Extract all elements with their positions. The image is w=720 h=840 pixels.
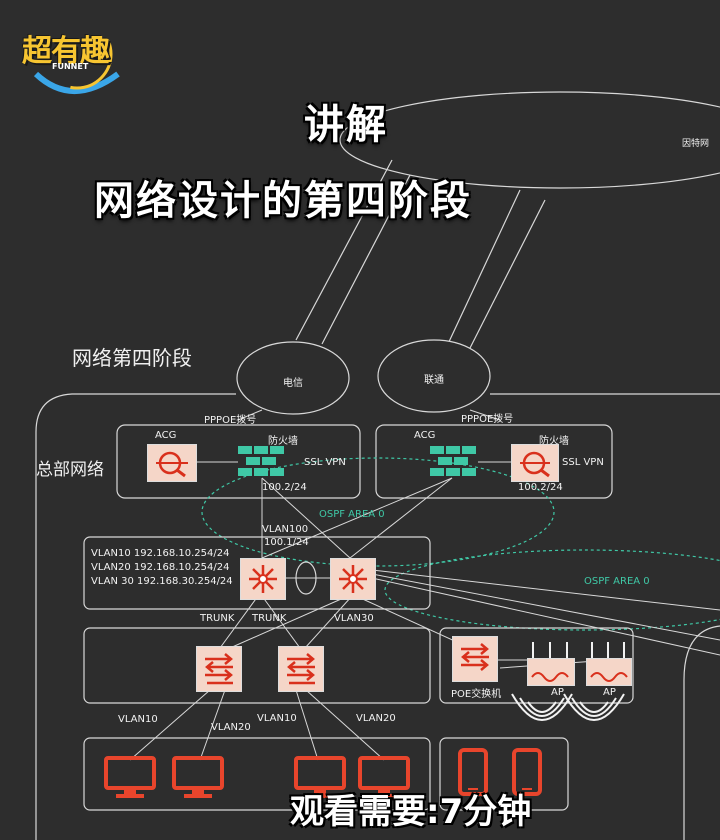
telecom-label: 电信: [283, 378, 303, 389]
branch-border: [683, 625, 720, 840]
core-switch-2-icon: [330, 558, 376, 600]
access-vlan10-b-label: VLAN10: [257, 713, 297, 724]
internet-cloud: [339, 91, 720, 189]
ospf-left-label: OSPF AREA 0: [319, 509, 385, 520]
access-switch-2-icon: [278, 646, 324, 692]
core-switch-1-icon: [240, 558, 286, 600]
ap-1-antenna-icon: [532, 642, 568, 658]
aggregation-box: [83, 627, 431, 704]
vlan30-label: VLAN30: [334, 613, 374, 624]
poe-switch-label: POE交换机: [451, 689, 502, 700]
core-vlan-line-2: VLAN20 192.168.10.254/24: [91, 562, 230, 573]
acg-left-label: ACG: [155, 430, 177, 441]
logo-text: 超有趣: [22, 34, 110, 69]
pc-4-icon: [358, 756, 410, 798]
core-vlan-line-1: VLAN10 192.168.10.254/24: [91, 548, 230, 559]
logo-ring-icon: [33, 18, 120, 94]
ssl-vpn-right-label: SSL VPN: [562, 457, 604, 468]
firewall-right-icon: [430, 446, 478, 482]
firewall-right-label: 防火墙: [539, 436, 569, 447]
logo-subtext: FUNNET: [52, 62, 89, 71]
poe-switch-icon: [452, 636, 498, 682]
pppoe-right-label: PPPOE拨号: [461, 414, 514, 425]
acg-left-icon: [147, 444, 197, 482]
trunk-label-2: TRUNK: [252, 613, 287, 624]
firewall-left-label: 防火墙: [268, 436, 298, 447]
core-uplinks: [196, 409, 512, 559]
access-links: [129, 689, 385, 761]
wifi-waves: [511, 693, 625, 721]
mobile-box: [439, 737, 569, 811]
access-vlan20-b-label: VLAN20: [356, 713, 396, 724]
terminal-box: [83, 737, 431, 811]
core-box: [83, 536, 431, 610]
pc-3-icon: [294, 756, 346, 798]
title-line-1: 讲解: [304, 102, 388, 148]
ospf-area-left: [201, 457, 555, 567]
ospf-right-label: OSPF AREA 0: [584, 576, 650, 587]
core-right-links: [371, 569, 720, 656]
ssl-vpn-left-label: SSL VPN: [304, 457, 346, 468]
acg-right-label: ACG: [414, 430, 436, 441]
ip-left-label: 100.2/24: [262, 482, 307, 493]
ap-1-label: AP: [551, 687, 564, 698]
unicom-label: 联通: [424, 375, 444, 386]
ap-1-icon: [527, 658, 575, 686]
acg-right-icon: [511, 444, 559, 482]
headquarters-label: 总部网络: [36, 460, 104, 480]
edge-box-right: [375, 424, 613, 499]
internet-label: 因特网: [682, 139, 710, 149]
wan-links: [295, 159, 546, 353]
edge-box-left: [116, 424, 361, 499]
trunk-label-1: TRUNK: [200, 613, 235, 624]
access-switch-1-icon: [196, 646, 242, 692]
phone-2-icon: [512, 748, 542, 796]
access-vlan20-a-label: VLAN20: [211, 722, 251, 733]
logo: 超有趣 FUNNET: [22, 16, 132, 100]
ap-2-label: AP: [603, 687, 616, 698]
unicom-cloud: [377, 339, 491, 413]
section-title: 网络第四阶段: [72, 346, 192, 370]
hq-border: [35, 393, 236, 840]
pc-1-icon: [104, 756, 156, 798]
ap-2-antenna-icon: [591, 642, 625, 658]
telecom-cloud: [236, 341, 350, 415]
title-line-2: 网络设计的第四阶段: [94, 178, 472, 224]
duration-caption: 观看需要:7分钟: [290, 792, 532, 832]
poe-box: [439, 627, 634, 704]
core-vlan-line-3: VLAN 30 192.168.30.254/24: [91, 576, 233, 587]
phone-1-icon: [458, 748, 488, 796]
pc-2-icon: [172, 756, 224, 798]
ip-right-label: 100.2/24: [518, 482, 563, 493]
vlan100-label: VLAN100: [262, 524, 309, 535]
ap-2-icon: [586, 658, 632, 686]
vlan100-ip-label: 100.1/24: [264, 537, 309, 548]
ospf-area-right: [384, 549, 720, 631]
firewall-left-icon: [238, 446, 286, 482]
pppoe-left-label: PPPOE拨号: [204, 415, 257, 426]
access-vlan10-a-label: VLAN10: [118, 714, 158, 725]
